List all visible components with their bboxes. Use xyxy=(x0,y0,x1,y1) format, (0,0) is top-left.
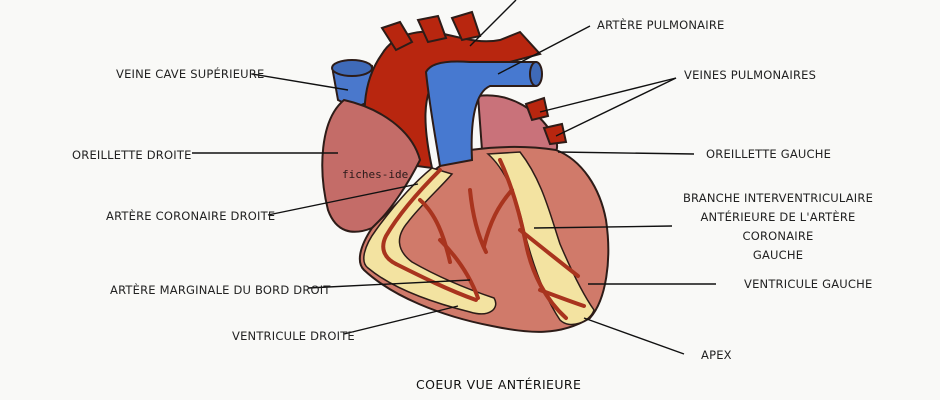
label-veine-cave-superieure: VEINE CAVE SUPÉRIEURE xyxy=(116,67,265,81)
label-veines-pulmonaires: VEINES PULMONAIRES xyxy=(684,68,817,82)
watermark: fiches-ide xyxy=(342,168,409,181)
label-oreillette-gauche: OREILLETTE GAUCHE xyxy=(706,147,832,161)
pulmonary-vein-upper xyxy=(524,96,550,122)
pulmonary-trunk xyxy=(424,60,542,168)
right-coronary-fat xyxy=(363,167,497,315)
aorta-branch-1 xyxy=(380,20,414,52)
pulmonary-trunk-opening xyxy=(529,61,543,87)
label-ventricule-droite: VENTRICULE DROITE xyxy=(232,329,355,343)
label-artere-pulmonaire: ARTÈRE PULMONAIRE xyxy=(597,18,725,32)
aorta-branch-3 xyxy=(450,10,482,42)
label-branche-interventriculaire: BRANCHE INTERVENTRICULAIRE ANTÉRIEURE DE… xyxy=(668,189,888,265)
label-branche-line1: BRANCHE INTERVENTRICULAIRE xyxy=(682,191,874,205)
aorta-branch-2 xyxy=(416,14,448,44)
label-artere-coronaire-droite: ARTÈRE CORONAIRE DROITE xyxy=(106,209,276,223)
leader-lines xyxy=(192,0,716,355)
label-branche-line2: ANTÉRIEURE DE L'ARTÈRE CORONAIRE xyxy=(700,210,856,243)
coronary-arteries xyxy=(381,158,586,320)
pulmonary-vein-lower xyxy=(542,122,568,146)
superior-vena-cava-opening xyxy=(331,59,373,77)
label-ventricule-gauche: VENTRICULE GAUCHE xyxy=(744,277,873,291)
label-oreillette-droite: OREILLETTE DROITE xyxy=(72,148,192,162)
label-artere-marginale: ARTÈRE MARGINALE DU BORD DROIT xyxy=(110,283,331,297)
label-branche-line3: GAUCHE xyxy=(752,248,804,262)
diagram-caption: COEUR VUE ANTÉRIEURE xyxy=(416,377,582,392)
label-apex: APEX xyxy=(701,348,732,362)
